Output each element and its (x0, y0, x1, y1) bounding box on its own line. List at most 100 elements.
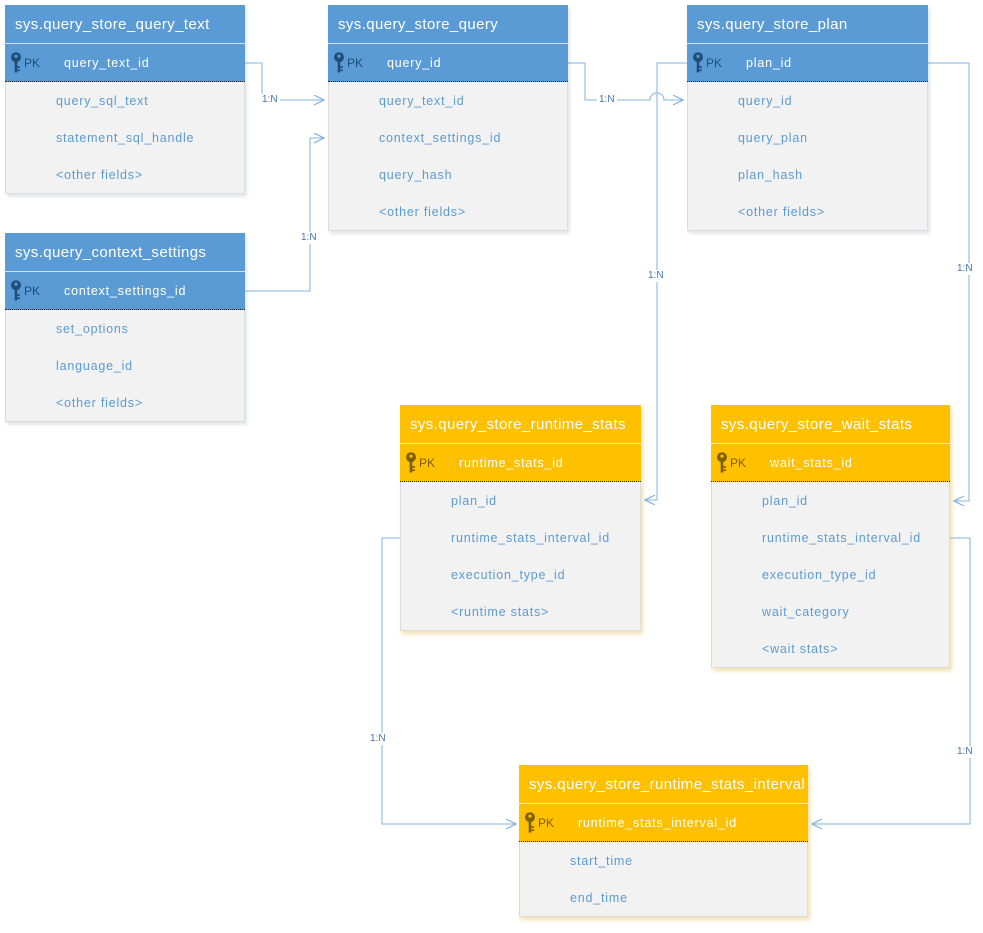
cardinality-label: 1:N (260, 94, 280, 106)
field-list: plan_id runtime_stats_interval_id executio… (400, 482, 641, 631)
pk-tag: PK (347, 55, 364, 70)
field-row[interactable]: wait_category (712, 593, 949, 630)
pk-field-name: context_settings_id (64, 283, 187, 298)
entity-query-store-runtime-stats[interactable]: sys.query_store_runtime_stats PK runtime… (400, 405, 641, 631)
field-row[interactable]: <other fields> (6, 384, 244, 421)
field-row[interactable]: <other fields> (6, 156, 244, 193)
pk-row[interactable]: PK query_text_id (5, 44, 245, 82)
field-name: <other fields> (379, 204, 466, 219)
pk-tag: PK (730, 455, 747, 470)
primary-key-icon (11, 279, 21, 300)
field-name: plan_id (451, 493, 497, 508)
pk-field-name: query_id (387, 55, 442, 70)
field-row[interactable]: statement_sql_handle (6, 119, 244, 156)
field-row[interactable]: plan_id (712, 482, 949, 519)
connector-runtimestats-to-interval (381, 537, 516, 824)
field-list: query_sql_text statement_sql_handle <other… (5, 82, 245, 194)
primary-key-icon (693, 51, 703, 72)
pk-row[interactable]: PK runtime_stats_id (400, 444, 641, 482)
field-name: query_hash (379, 167, 453, 182)
entity-query-store-query-text[interactable]: sys.query_store_query_text PK query_text… (5, 5, 245, 194)
pk-field-name: query_text_id (64, 55, 150, 70)
field-name: end_time (570, 890, 628, 905)
primary-key-icon (334, 51, 344, 72)
field-row[interactable]: context_settings_id (329, 119, 567, 156)
entity-title: sys.query_store_runtime_stats_interval (519, 765, 808, 804)
field-name: query_id (738, 93, 793, 108)
entity-title: sys.query_store_query (328, 5, 568, 44)
field-row[interactable]: start_time (520, 842, 807, 879)
entity-query-store-query[interactable]: sys.query_store_query PK query_id query_… (328, 5, 568, 231)
field-name: runtime_stats_interval_id (451, 530, 610, 545)
pk-tag: PK (706, 55, 723, 70)
pk-tag: PK (24, 55, 41, 70)
field-name: statement_sql_handle (56, 130, 195, 145)
field-name: plan_id (762, 493, 808, 508)
field-row[interactable]: end_time (520, 879, 807, 916)
entity-title: sys.query_store_runtime_stats (400, 405, 641, 444)
field-name: context_settings_id (379, 130, 502, 145)
pk-row[interactable]: PK runtime_stats_interval_id (519, 804, 808, 842)
cardinality-label: 1:N (368, 733, 388, 745)
field-row[interactable]: query_plan (688, 119, 927, 156)
cardinality-label: 1:N (597, 94, 617, 106)
field-row[interactable]: query_text_id (329, 82, 567, 119)
entity-title: sys.query_store_wait_stats (711, 405, 950, 444)
field-name: <other fields> (56, 395, 143, 410)
connector-querytext-to-query (245, 62, 324, 100)
field-name: query_sql_text (56, 93, 149, 108)
field-name: start_time (570, 853, 633, 868)
connector-contextsettings-to-query (245, 138, 324, 292)
field-row[interactable]: <runtime stats> (401, 593, 640, 630)
pk-row[interactable]: PK plan_id (687, 44, 928, 82)
cardinality-label: 1:N (299, 232, 319, 244)
pk-field-name: plan_id (746, 55, 792, 70)
field-name: execution_type_id (451, 567, 566, 582)
entity-query-store-runtime-stats-interval[interactable]: sys.query_store_runtime_stats_interval P… (519, 765, 808, 917)
field-name: plan_hash (738, 167, 803, 182)
entity-query-store-wait-stats[interactable]: sys.query_store_wait_stats PK wait_stats… (711, 405, 950, 668)
field-name: query_text_id (379, 93, 465, 108)
field-name: query_plan (738, 130, 808, 145)
field-row[interactable]: runtime_stats_interval_id (401, 519, 640, 556)
connector-waitstats-to-interval (812, 537, 971, 824)
field-row[interactable]: runtime_stats_interval_id (712, 519, 949, 556)
pk-field-name: runtime_stats_id (459, 455, 564, 470)
pk-tag: PK (538, 815, 555, 830)
entity-title: sys.query_store_plan (687, 5, 928, 44)
field-name: <wait stats> (762, 641, 839, 656)
field-row[interactable]: plan_id (401, 482, 640, 519)
field-list: set_options language_id <other fields> (5, 310, 245, 422)
cardinality-label: 1:N (646, 270, 666, 282)
field-row[interactable]: execution_type_id (401, 556, 640, 593)
cardinality-label: 1:N (955, 263, 975, 275)
primary-key-icon (11, 51, 21, 72)
entity-query-context-settings[interactable]: sys.query_context_settings PK context_se… (5, 233, 245, 422)
pk-row[interactable]: PK context_settings_id (5, 272, 245, 310)
entity-query-store-plan[interactable]: sys.query_store_plan PK plan_id query_id… (687, 5, 928, 231)
field-name: <other fields> (738, 204, 825, 219)
field-row[interactable]: execution_type_id (712, 556, 949, 593)
pk-row[interactable]: PK query_id (328, 44, 568, 82)
field-row[interactable]: <other fields> (329, 193, 567, 230)
field-row[interactable]: query_sql_text (6, 82, 244, 119)
field-name: set_options (56, 321, 129, 336)
connector-query-to-plan (568, 62, 683, 100)
field-row[interactable]: language_id (6, 347, 244, 384)
field-row[interactable]: <wait stats> (712, 630, 949, 667)
pk-row[interactable]: PK wait_stats_id (711, 444, 950, 482)
field-row[interactable]: query_hash (329, 156, 567, 193)
field-row[interactable]: plan_hash (688, 156, 927, 193)
field-row[interactable]: query_id (688, 82, 927, 119)
field-list: start_time end_time (519, 842, 808, 917)
pk-tag: PK (419, 455, 436, 470)
cardinality-label: 1:N (955, 746, 975, 758)
connector-plan-to-waitstats (928, 62, 970, 501)
field-name: <runtime stats> (451, 604, 550, 619)
field-list: query_text_id context_settings_id query_ha… (328, 82, 568, 231)
field-row[interactable]: set_options (6, 310, 244, 347)
pk-field-name: runtime_stats_interval_id (578, 815, 737, 830)
primary-key-icon (525, 811, 535, 832)
field-row[interactable]: <other fields> (688, 193, 927, 230)
pk-field-name: wait_stats_id (770, 455, 853, 470)
